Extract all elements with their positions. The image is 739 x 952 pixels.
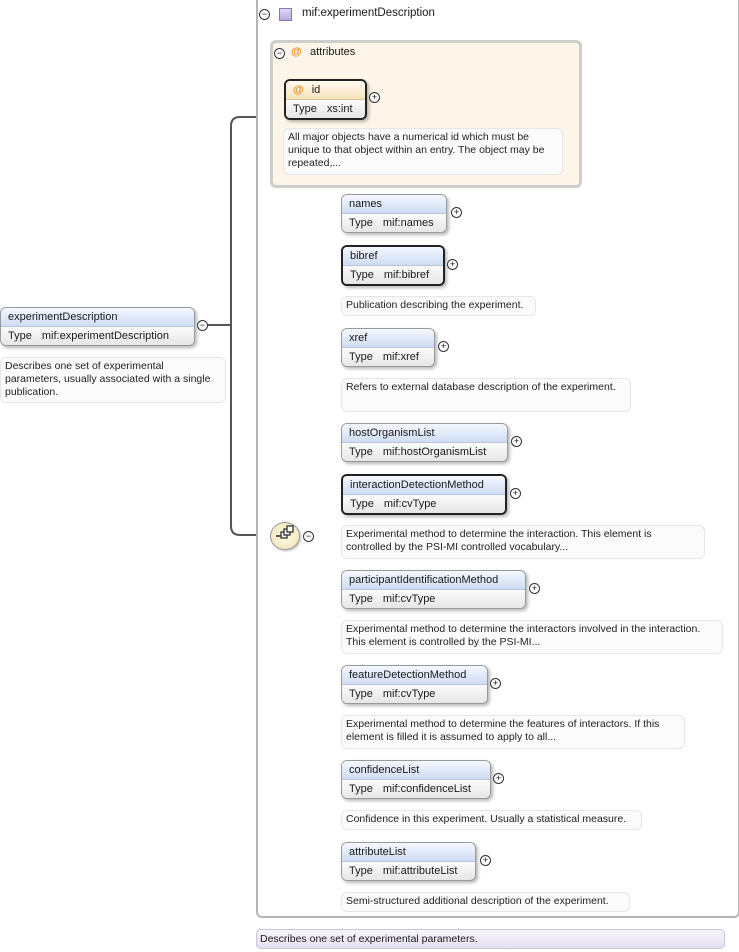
element-name: interactionDetectionMethod xyxy=(343,476,505,495)
complex-type-name: mif:experimentDescription xyxy=(302,7,435,19)
element-confidenceList-box[interactable]: confidenceList Type mif:confidenceList xyxy=(341,760,491,799)
root-element-box[interactable]: experimentDescription Type mif:experiment… xyxy=(0,307,195,346)
attribute-id-box[interactable]: @ id Type xs:int xyxy=(284,79,367,120)
element-attributeList-description: Semi-structured additional description o… xyxy=(341,892,630,912)
element-names-expand[interactable]: + xyxy=(451,207,462,218)
attributes-collapse-toggle[interactable]: − xyxy=(274,48,285,59)
element-attributeList-expand[interactable]: + xyxy=(480,855,491,866)
element-name: confidenceList xyxy=(342,761,490,780)
element-type: mif:names xyxy=(382,217,434,229)
root-element-type: mif:experimentDescription xyxy=(41,330,170,342)
root-collapse-toggle[interactable]: − xyxy=(197,320,208,331)
element-names-box[interactable]: names Type mif:names xyxy=(341,194,447,233)
sequence-icon xyxy=(276,525,294,539)
root-element-name: experimentDescription xyxy=(1,308,194,327)
type-label: Type xyxy=(349,783,373,795)
element-xref-expand[interactable]: + xyxy=(438,341,449,352)
element-bibref-description: Publication describing the experiment. xyxy=(341,296,536,316)
element-type: mif:cvType xyxy=(383,498,437,510)
element-xref-description: Refers to external database description … xyxy=(341,378,631,412)
element-name: featureDetectionMethod xyxy=(342,666,487,685)
element-bibref-expand[interactable]: + xyxy=(447,259,458,270)
element-hostOrganismList-box[interactable]: hostOrganismList Type mif:hostOrganismLis… xyxy=(341,423,508,462)
element-participantIdentificationMethod-expand[interactable]: + xyxy=(529,583,540,594)
type-label: Type xyxy=(349,593,373,605)
element-type: mif:confidenceList xyxy=(382,783,471,795)
element-name: names xyxy=(342,195,446,214)
complex-type-icon xyxy=(279,8,292,21)
type-label: Type xyxy=(349,217,373,229)
element-type: mif:cvType xyxy=(382,688,436,700)
element-type: mif:hostOrganismList xyxy=(382,446,487,458)
attribute-at-icon: @ xyxy=(293,84,304,96)
type-label: Type xyxy=(350,269,374,281)
type-label: Type xyxy=(293,103,317,115)
element-name: bibref xyxy=(343,247,443,266)
element-interactionDetectionMethod-description: Experimental method to determine the int… xyxy=(341,525,705,559)
element-name: attributeList xyxy=(342,843,475,862)
element-featureDetectionMethod-description: Experimental method to determine the fea… xyxy=(341,715,685,749)
sequence-collapse-toggle[interactable]: − xyxy=(303,531,314,542)
attribute-id-name: id xyxy=(311,84,321,96)
type-label: Type xyxy=(349,688,373,700)
element-interactionDetectionMethod-box[interactable]: interactionDetectionMethod Type mif:cvTyp… xyxy=(341,474,507,515)
type-label: Type xyxy=(349,865,373,877)
type-label: Type xyxy=(350,498,374,510)
element-xref-box[interactable]: xref Type mif:xref xyxy=(341,328,435,367)
attributes-title: attributes xyxy=(310,46,356,58)
element-type: mif:attributeList xyxy=(382,865,458,877)
element-confidenceList-expand[interactable]: + xyxy=(493,773,504,784)
element-featureDetectionMethod-box[interactable]: featureDetectionMethod Type mif:cvType xyxy=(341,665,488,704)
element-participantIdentificationMethod-box[interactable]: participantIdentificationMethod Type mif:… xyxy=(341,570,526,609)
element-featureDetectionMethod-expand[interactable]: + xyxy=(490,678,501,689)
attribute-id-type: xs:int xyxy=(326,103,353,115)
complex-type-collapse-toggle[interactable]: − xyxy=(259,9,270,20)
element-type: mif:xref xyxy=(382,351,419,363)
element-confidenceList-description: Confidence in this experiment. Usually a… xyxy=(341,810,642,830)
type-label: Type xyxy=(349,446,373,458)
element-participantIdentificationMethod-description: Experimental method to determine the int… xyxy=(341,620,723,654)
attribute-at-icon: @ xyxy=(291,46,302,58)
element-type: mif:cvType xyxy=(382,593,436,605)
element-type: mif:bibref xyxy=(383,269,430,281)
type-label: Type xyxy=(8,330,32,342)
element-interactionDetectionMethod-expand[interactable]: + xyxy=(510,488,521,499)
attribute-id-expand[interactable]: + xyxy=(369,92,380,103)
element-name: xref xyxy=(342,329,434,348)
complex-type-description: Describes one set of experimental parame… xyxy=(256,929,725,949)
element-name: hostOrganismList xyxy=(342,424,507,443)
element-bibref-box[interactable]: bibref Type mif:bibref xyxy=(341,245,445,286)
type-label: Type xyxy=(349,351,373,363)
attribute-id-description: All major objects have a numerical id wh… xyxy=(283,128,563,175)
element-name: participantIdentificationMethod xyxy=(342,571,525,590)
element-hostOrganismList-expand[interactable]: + xyxy=(511,436,522,447)
sequence-compositor-icon[interactable] xyxy=(270,522,300,550)
root-element-description: Describes one set of experimental parame… xyxy=(0,357,226,403)
element-attributeList-box[interactable]: attributeList Type mif:attributeList xyxy=(341,842,476,881)
